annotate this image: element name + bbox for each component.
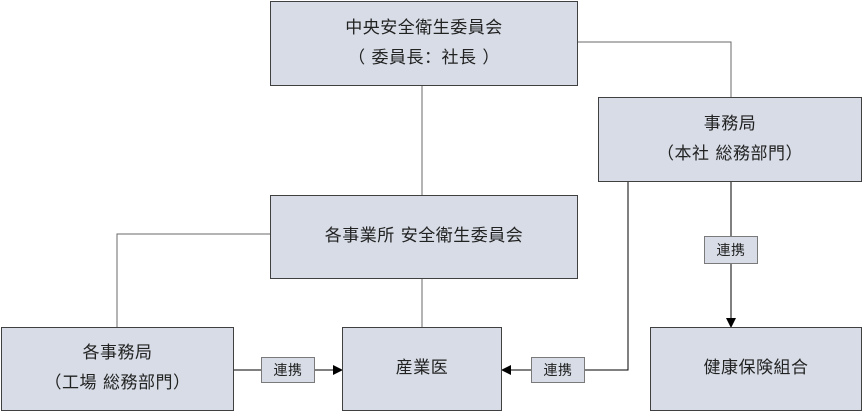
health-insurance-title: 健康保険組合: [703, 358, 809, 379]
site-secretariat-title: 各事務局: [82, 343, 153, 364]
coop-tag-right: 連携: [704, 236, 758, 264]
coop-tag-middle: 連携: [531, 357, 585, 383]
line-central-to-secretariat: [578, 41, 732, 97]
secretariat-title: 事務局: [703, 113, 757, 134]
line-site-committee-to-site-secretariat: [116, 233, 270, 327]
site-secretariat-dept: （工場 総務部門）: [44, 373, 191, 393]
central-committee-chair: （ 委員長：社長 ）: [348, 47, 500, 68]
site-committee-title: 各事業所 安全衛生委員会: [324, 226, 524, 247]
site-committee-box: 各事業所 安全衛生委員会: [270, 195, 578, 279]
secretariat-dept: （本社 総務部門）: [657, 143, 803, 164]
central-committee-title: 中央安全衛生委員会: [345, 17, 503, 38]
physician-title: 産業医: [395, 358, 449, 379]
central-committee-box: 中央安全衛生委員会 （ 委員長：社長 ）: [270, 1, 578, 86]
coop-tag-left: 連携: [261, 357, 315, 383]
site-secretariat-box: 各事務局 （工場 総務部門）: [1, 327, 234, 411]
secretariat-box: 事務局 （本社 総務部門）: [598, 97, 862, 182]
health-insurance-box: 健康保険組合: [650, 327, 862, 411]
physician-box: 産業医: [342, 327, 502, 411]
